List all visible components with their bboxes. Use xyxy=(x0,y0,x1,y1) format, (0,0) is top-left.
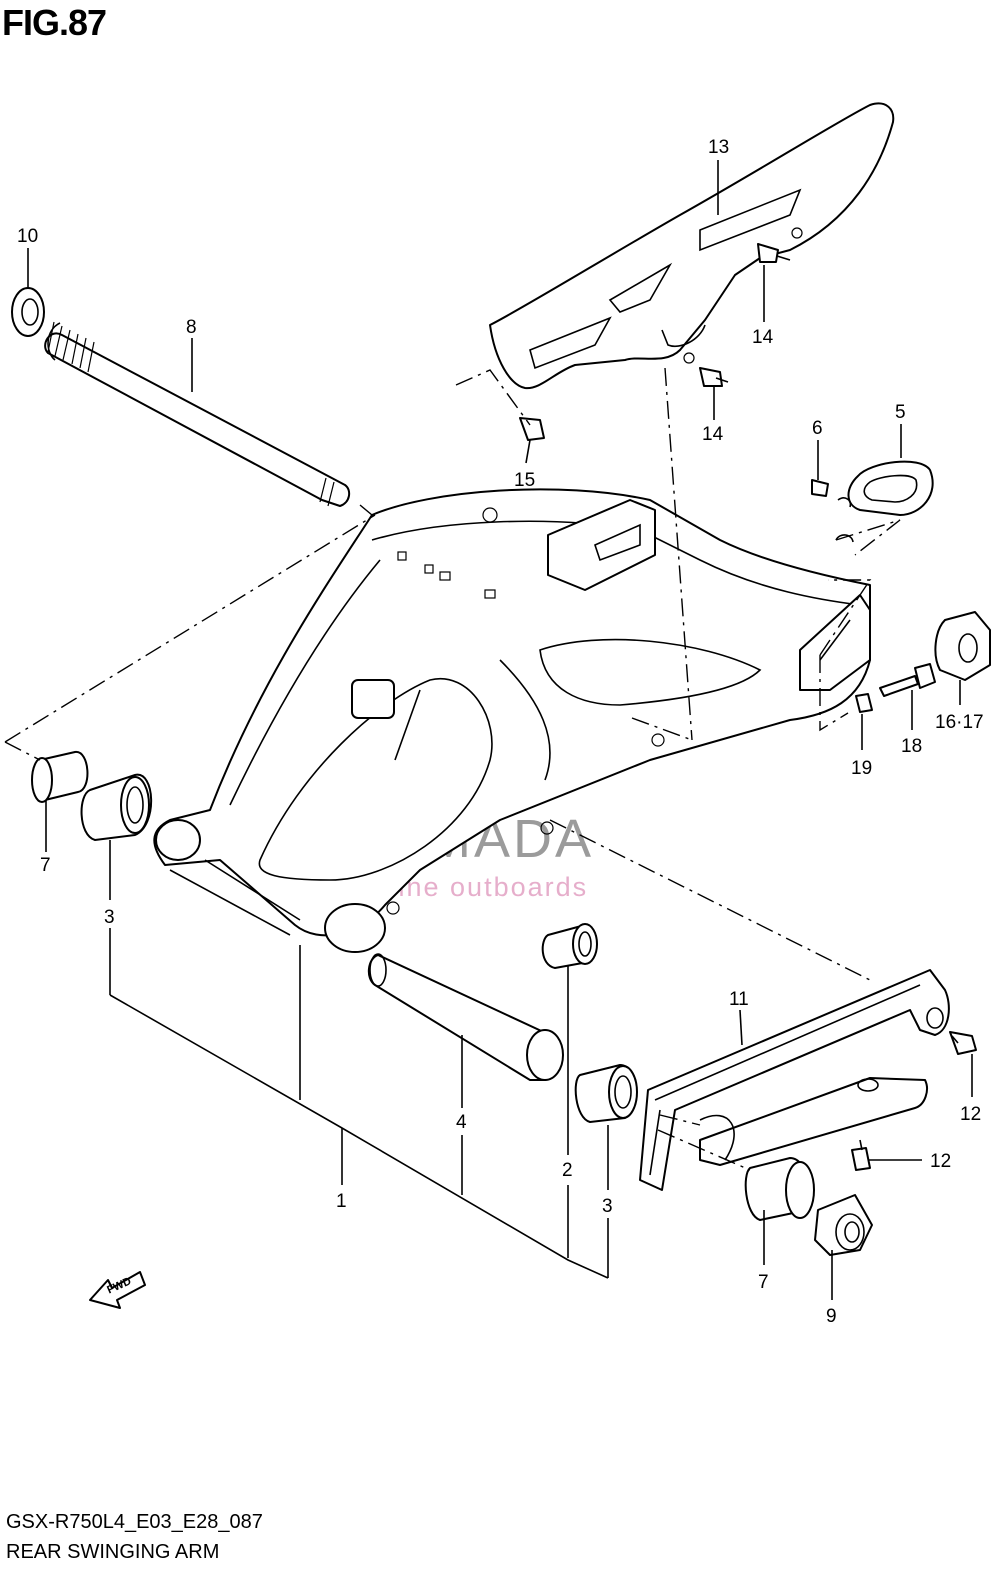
leader-lines xyxy=(27,160,973,1300)
callout-12-lower: 12 xyxy=(930,1151,951,1172)
diagram-code: GSX-R750L4_E03_E28_087 xyxy=(6,1511,263,1533)
needle-bearing-2 xyxy=(541,923,598,969)
callout-11: 11 xyxy=(729,989,749,1010)
callout-8: 8 xyxy=(186,317,197,338)
chain-guide-plate-5 xyxy=(835,460,934,543)
callout-3-right: 3 xyxy=(602,1196,613,1217)
bolt-14-upper xyxy=(757,243,791,263)
callout-15: 15 xyxy=(514,470,535,491)
callout-9: 9 xyxy=(826,1306,837,1327)
bolt-14-lower xyxy=(699,367,729,387)
bearing-3-left xyxy=(80,773,153,841)
callout-3-left: 3 xyxy=(104,907,115,928)
adjuster-nut-19 xyxy=(855,693,873,713)
bearing-3-right xyxy=(574,1064,638,1123)
callout-13: 13 xyxy=(708,137,729,158)
callout-14-upper: 14 xyxy=(752,327,774,348)
callout-14-lower: 14 xyxy=(702,424,724,445)
pivot-shaft-8 xyxy=(44,321,351,507)
figure-title: FIG.87 xyxy=(2,2,107,43)
adjuster-block-16-17 xyxy=(934,611,991,681)
spacer-7-right xyxy=(744,1157,815,1221)
callout-4: 4 xyxy=(456,1112,467,1133)
callout-18: 18 xyxy=(901,736,922,757)
adjuster-bolt-18 xyxy=(879,663,936,697)
callout-16-17: 16·17 xyxy=(935,712,984,733)
callout-7-right: 7 xyxy=(758,1272,769,1293)
pivot-sleeve-4 xyxy=(367,953,564,1081)
callout-2: 2 xyxy=(562,1160,573,1181)
callout-labels: 13 10 8 14 14 15 6 5 16·17 18 19 7 3 11 … xyxy=(17,137,984,1327)
pivot-nut-9 xyxy=(814,1194,873,1256)
callout-5: 5 xyxy=(895,402,906,423)
diagram-name: REAR SWINGING ARM xyxy=(6,1541,220,1563)
callout-10: 10 xyxy=(17,226,38,247)
chain-buffer-11 xyxy=(639,969,950,1191)
chain-case-13 xyxy=(489,102,895,390)
callout-12-upper: 12 xyxy=(960,1104,981,1125)
clip-15 xyxy=(519,417,545,441)
forward-arrow-icon: FWD xyxy=(89,1271,146,1309)
bolt-12-upper xyxy=(949,1031,977,1055)
spacer-7-left xyxy=(31,751,89,803)
locknut-10 xyxy=(11,287,45,337)
screw-6 xyxy=(811,479,829,497)
swing-arm-body xyxy=(153,488,871,953)
callout-7-left: 7 xyxy=(40,855,51,876)
bolt-12-lower xyxy=(851,1139,871,1171)
reference-lines xyxy=(4,367,901,1171)
callout-1: 1 xyxy=(336,1191,347,1212)
callout-6: 6 xyxy=(812,418,823,439)
callout-19: 19 xyxy=(851,758,872,779)
